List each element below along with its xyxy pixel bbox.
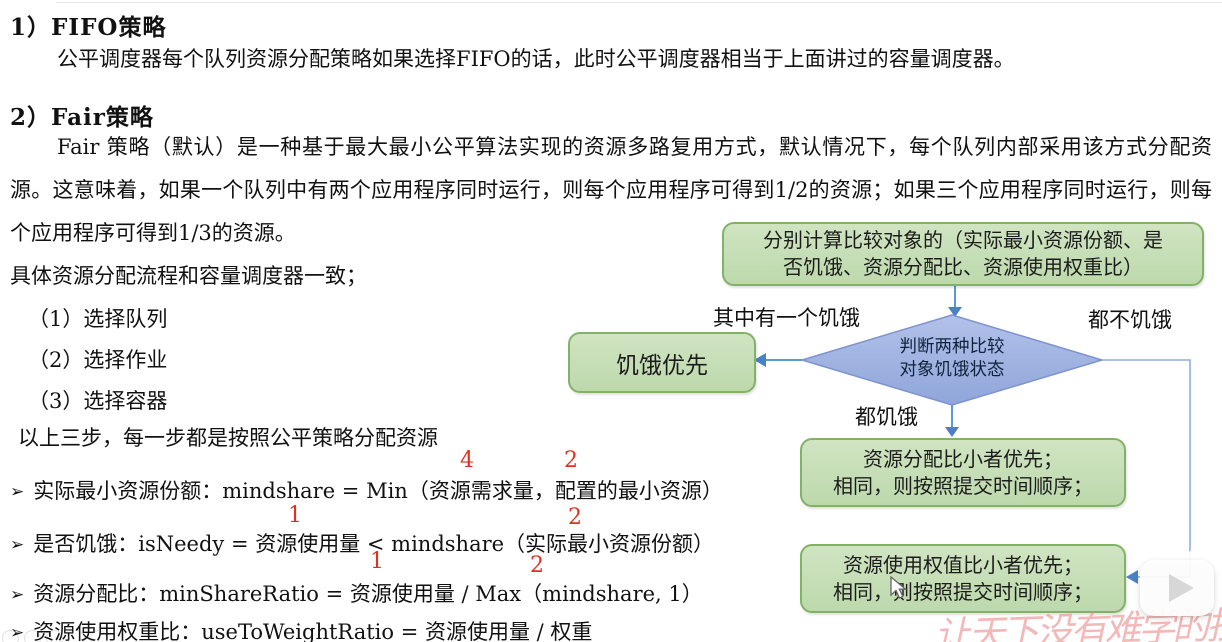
bullet-isneedy: ➢ 是否饥饿：isNeedy = 资源使用量 < mindshare（实际最小资源… — [10, 528, 714, 558]
flow-label-one-hungry: 其中有一个饥饿 — [713, 306, 860, 330]
step-select-job: （2）选择作业 — [28, 348, 168, 372]
faint-logo-ring — [68, 630, 85, 642]
bullet-minshareratio: ➢ 资源分配比：minShareRatio = 资源使用量 / Max（minds… — [10, 578, 703, 608]
flow-box-ratio-priority: 资源分配比小者优先； 相同，则按照提交时间顺序； — [800, 438, 1126, 507]
faint-logo-ring — [46, 630, 63, 642]
bullet-minshareratio-text: 资源分配比：minShareRatio = 资源使用量 / Max（mindsh… — [33, 582, 703, 606]
flow-diamond-label: 判断两种比较 对象饥饿状态 — [899, 337, 1005, 380]
flow-label-both-hungry: 都饥饿 — [855, 405, 918, 429]
faint-logo-ring — [2, 630, 19, 642]
flow-label-none-hungry: 都不饥饿 — [1088, 308, 1172, 332]
bullet-arrow-icon: ➢ — [10, 482, 25, 502]
line-process: 具体资源分配流程和容量调度器一致； — [10, 264, 367, 288]
heading-fifo: 1）FIFO策略 — [10, 14, 167, 41]
red-annotation-4: 4 — [460, 448, 474, 473]
bullet-isneedy-text: 是否饥饿：isNeedy = 资源使用量 < mindshare（实际最小资源份… — [33, 532, 715, 556]
faint-logo-ring — [24, 630, 41, 642]
bullet-minshare-text: 实际最小资源份额：mindshare = Min（资源需求量，配置的最小资源） — [33, 479, 723, 503]
flow-box-hungry-first: 饥饿优先 — [568, 332, 756, 393]
bullet-usetoweight-text: 资源使用权重比：useToWeightRatio = 资源使用量 / 权重 — [33, 620, 593, 642]
red-annotation-2c: 2 — [530, 553, 544, 578]
faint-logo-ring — [90, 630, 107, 642]
mouse-cursor — [888, 575, 910, 606]
step-select-container: （3）选择容器 — [28, 389, 168, 413]
play-button[interactable] — [1134, 544, 1222, 628]
bullet-minshare: ➢ 实际最小资源份额：mindshare = Min（资源需求量，配置的最小资源） — [10, 475, 723, 505]
red-annotation-1a: 1 — [288, 503, 302, 528]
red-annotation-2a: 2 — [564, 448, 578, 473]
play-icon — [1140, 547, 1214, 616]
bullet-arrow-icon: ➢ — [10, 535, 25, 555]
top-hairline — [56, 2, 1222, 3]
heading-fair: 2）Fair策略 — [10, 104, 154, 131]
para-fifo: 公平调度器每个队列资源分配策略如果选择FIFO的话，此时公平调度器相当于上面讲过… — [57, 47, 1015, 71]
red-annotation-1b: 1 — [370, 549, 384, 574]
step-select-queue: （1）选择队列 — [28, 307, 168, 331]
flow-box-weight-priority: 资源使用权值比小者优先； 相同，则按照提交时间顺序； — [800, 544, 1126, 613]
red-annotation-2b: 2 — [568, 505, 582, 530]
line-summary: 以上三步，每一步都是按照公平策略分配资源 — [18, 426, 438, 450]
flow-box-compute: 分别计算比较对象的（实际最小资源份额、是 否饥饿、资源分配比、资源使用权重比） — [722, 222, 1204, 286]
para-fair: Fair 策略（默认）是一种基于最大最小公平算法实现的资源多路复用方式，默认情况… — [10, 135, 1212, 245]
bullet-arrow-icon: ➢ — [10, 585, 25, 605]
